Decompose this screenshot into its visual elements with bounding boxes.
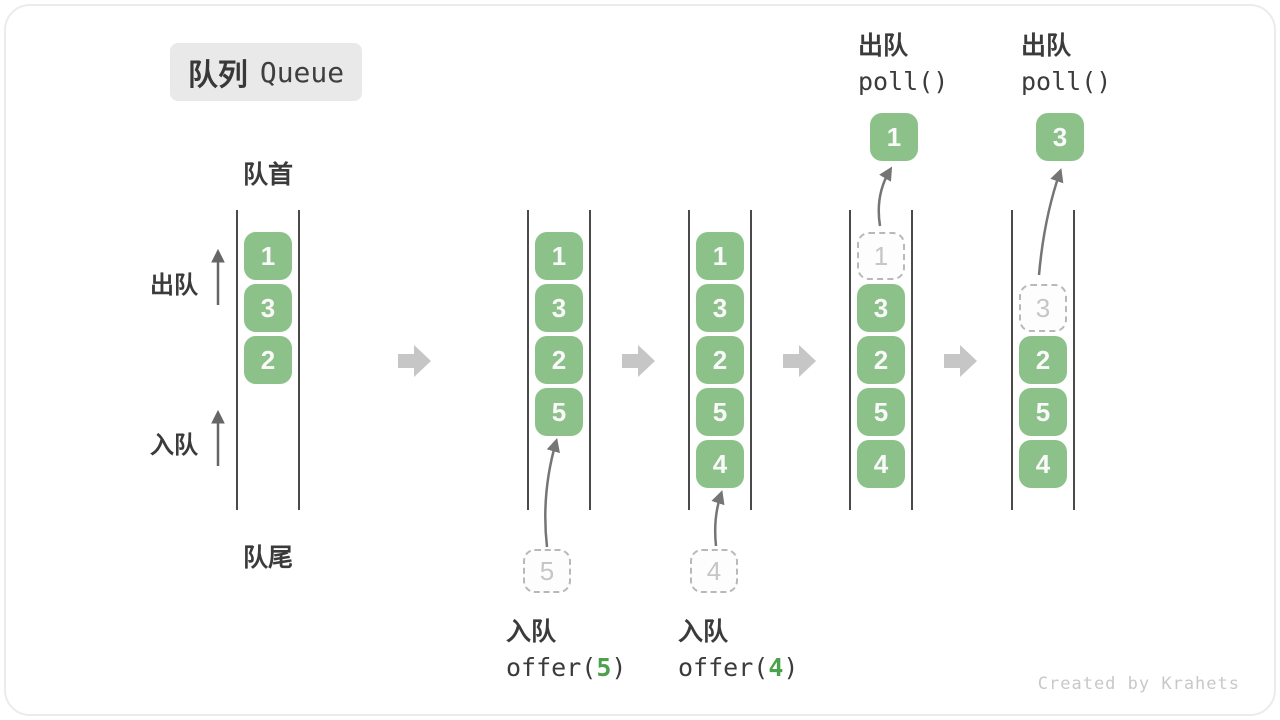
queue-state-3: 1 3 2 5 4	[688, 210, 752, 510]
queue-state-5: 3 2 5 4	[1011, 210, 1075, 510]
queue-item: 5	[696, 388, 744, 436]
transition-arrow-icon	[783, 345, 816, 377]
title-zh: 队列	[187, 59, 248, 92]
queue-item: 1	[535, 232, 583, 280]
queue-item: 2	[696, 336, 744, 384]
enqueue-op-text: 入队	[678, 618, 729, 646]
enqueue-flow-arrow-icon	[544, 438, 560, 548]
credit-text: Created by Krahets	[1037, 674, 1240, 694]
poll-2-label: 出队 poll()	[1021, 28, 1111, 100]
queue-item: 4	[696, 440, 744, 488]
queue-item: 4	[857, 440, 905, 488]
dequeue-op-text: 出队	[858, 32, 909, 60]
poll-1-label: 出队 poll()	[858, 28, 948, 100]
offer-arg: 5	[596, 653, 612, 682]
polled-element: 1	[870, 113, 918, 161]
dequeue-flow-arrow-icon	[877, 166, 893, 227]
queue-item: 2	[244, 336, 292, 384]
queue-item: 2	[535, 336, 583, 384]
incoming-element: 4	[690, 549, 738, 593]
queue-item: 1	[696, 232, 744, 280]
queue-state-4: 1 3 2 5 4	[849, 210, 913, 510]
transition-arrow-icon	[622, 345, 655, 377]
queue-item: 2	[1019, 336, 1067, 384]
dequeue-side-label: 出队	[150, 272, 198, 299]
enqueue-flow-arrow-icon	[711, 490, 725, 547]
queue-front-label: 队首	[242, 161, 293, 189]
transition-arrow-icon	[944, 345, 977, 377]
queue-item: 3	[535, 284, 583, 332]
queue-item: 3	[244, 284, 292, 332]
queue-state-1: 1 3 2	[236, 210, 300, 510]
queue-item: 5	[1019, 388, 1067, 436]
enqueue-side-label: 入队	[150, 432, 198, 459]
poll-code-text: poll()	[1021, 67, 1112, 96]
queue-item: 4	[1019, 440, 1067, 488]
queue-item: 3	[696, 284, 744, 332]
offer-code-text: offer(4)	[678, 653, 799, 682]
enqueue-op-text: 入队	[506, 618, 557, 646]
dequeue-flow-arrow-icon	[1037, 168, 1064, 276]
queue-state-2: 1 3 2 5	[527, 210, 591, 510]
queue-item: 3	[857, 284, 905, 332]
queue-item: 5	[857, 388, 905, 436]
transition-arrow-icon	[398, 345, 431, 377]
offer-arg: 4	[768, 653, 784, 682]
incoming-element: 5	[523, 549, 571, 593]
dequeue-direction-arrow-icon	[211, 248, 225, 305]
queue-item: 2	[857, 336, 905, 384]
title-badge: 队列 Queue	[170, 43, 362, 101]
queue-rear-label: 队尾	[242, 544, 293, 572]
queue-item: 1	[244, 232, 292, 280]
removed-queue-item: 1	[857, 232, 905, 280]
enqueue-direction-arrow-icon	[211, 409, 225, 466]
queue-item: 5	[535, 388, 583, 436]
offer-4-label: 入队 offer(4)	[678, 614, 798, 686]
offer-5-label: 入队 offer(5)	[506, 614, 626, 686]
poll-code-text: poll()	[858, 67, 949, 96]
removed-queue-item: 3	[1019, 284, 1067, 332]
polled-element: 3	[1036, 113, 1084, 161]
dequeue-op-text: 出队	[1021, 32, 1072, 60]
title-en: Queue	[259, 55, 345, 89]
offer-code-text: offer(5)	[506, 653, 627, 682]
